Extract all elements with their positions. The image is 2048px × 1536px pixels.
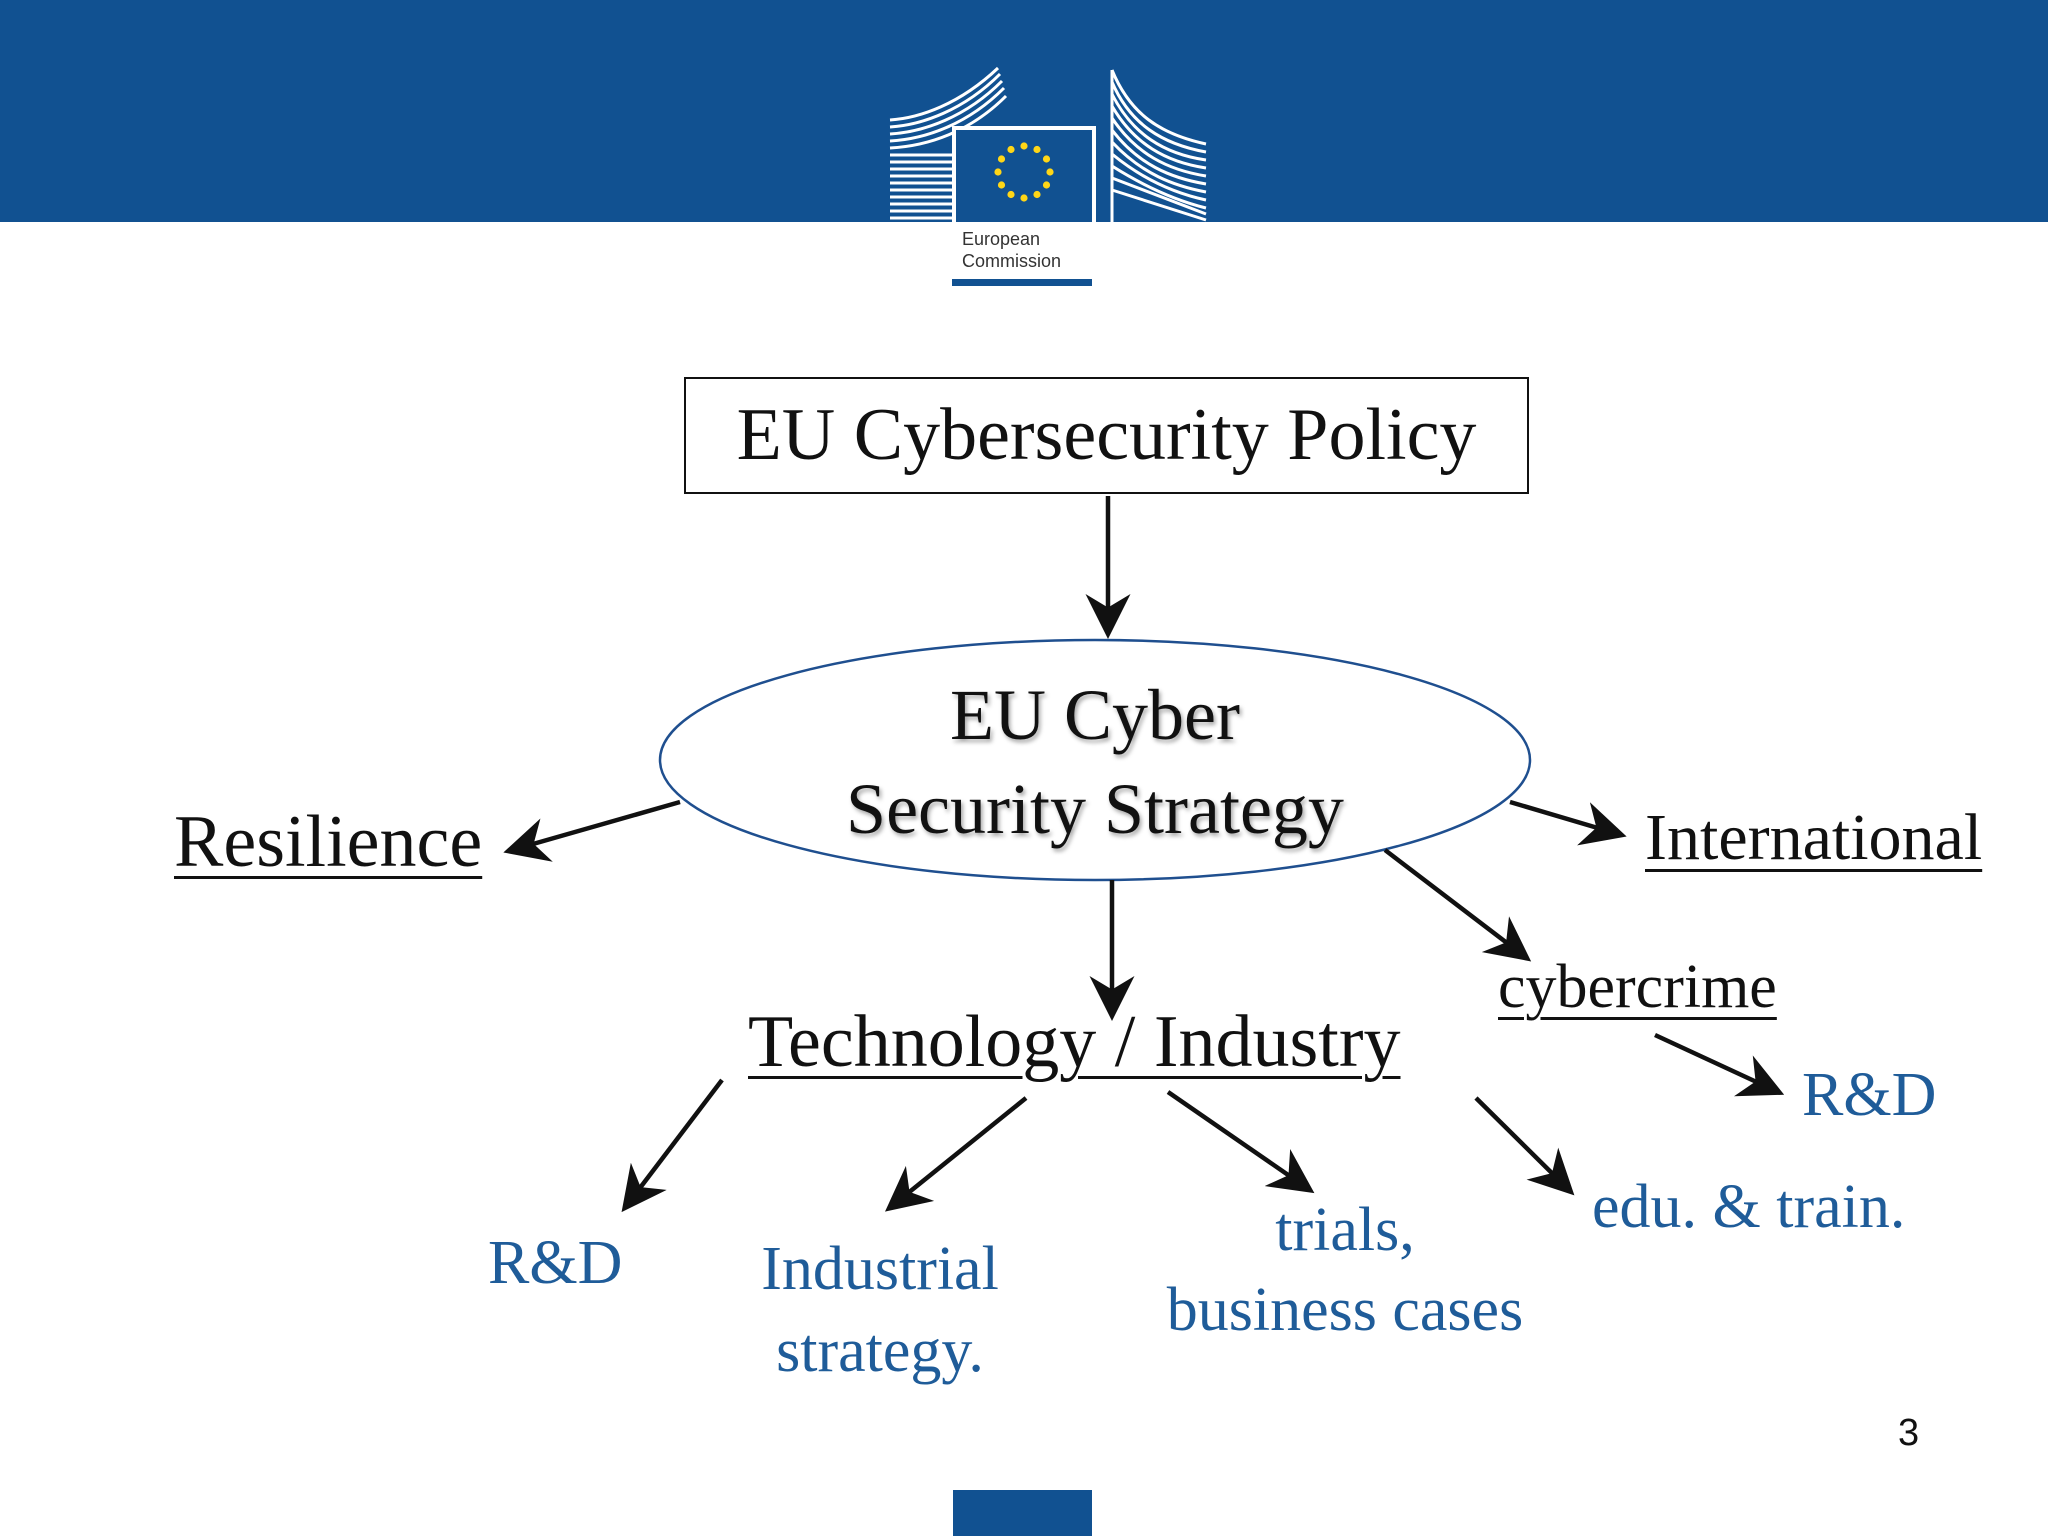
industrial-line2: strategy. <box>776 1317 984 1385</box>
arrow-tech-to-trials <box>1166 1090 1315 1194</box>
strategy-ellipse <box>658 638 1532 882</box>
international-label: International <box>1645 801 1983 874</box>
trials-line1: trials, <box>1275 1196 1415 1264</box>
resilience-label: Resilience <box>174 801 483 883</box>
building-right-icon <box>1110 69 1207 222</box>
footer-tab <box>953 1490 1092 1536</box>
trials-business-cases-label: trials, business cases <box>1100 1190 1590 1350</box>
logo-wordmark: European Commission <box>962 228 1061 272</box>
european-commission-logo <box>889 66 1207 226</box>
arrow-to-cybercrime <box>1383 848 1532 962</box>
logo-text-line2: Commission <box>962 251 1062 271</box>
strategy-label-line2: Security Strategy <box>846 769 1344 849</box>
page-number: 3 <box>1898 1412 1920 1454</box>
logo-text-line1: European <box>962 229 1041 249</box>
arrow-tech-to-industrial <box>884 1096 1028 1212</box>
industrial-line1: Industrial <box>761 1235 999 1303</box>
arrow-tech-to-rd <box>621 1078 724 1213</box>
arrow-tech-to-edu <box>1474 1096 1575 1196</box>
industrial-strategy-label: Industrial strategy. <box>700 1228 1060 1392</box>
edu-train-label: edu. & train. <box>1592 1173 1906 1241</box>
cybercrime-label: cybercrime <box>1498 953 1777 1021</box>
technology-industry-label: Technology / Industry <box>748 1001 1401 1083</box>
logo-underline <box>952 279 1092 286</box>
arrow-to-resilience <box>503 799 681 862</box>
cybercrime-rd-label: R&D <box>1802 1061 1937 1129</box>
tech-rd-label: R&D <box>488 1229 623 1297</box>
arrow-to-international <box>1509 799 1627 846</box>
policy-box: EU Cybersecurity Policy <box>684 377 1529 494</box>
eu-stars-icon <box>994 142 1054 202</box>
arrow-cybercrime-to-rd <box>1654 1032 1785 1097</box>
strategy-label-line1: EU Cyber <box>950 675 1240 755</box>
strategy-label: EU Cyber Security Strategy <box>760 668 1430 856</box>
trials-line2: business cases <box>1166 1276 1524 1344</box>
